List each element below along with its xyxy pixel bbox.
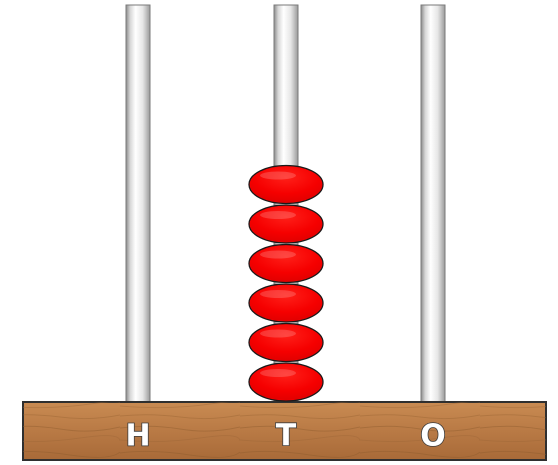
bead[interactable]	[248, 243, 324, 284]
tens-label: T	[276, 419, 297, 454]
bead[interactable]	[248, 164, 324, 205]
wooden-base	[22, 401, 547, 461]
ones-label: O	[420, 419, 446, 454]
bead[interactable]	[248, 322, 324, 363]
bead[interactable]	[248, 362, 324, 402]
ones-rod	[420, 4, 446, 404]
beads-layer	[248, 164, 324, 402]
bead[interactable]	[248, 204, 324, 244]
hundreds-label: H	[125, 419, 150, 454]
bead[interactable]	[248, 283, 324, 323]
hundreds-rod	[125, 4, 151, 404]
place-value-labels: H T O	[125, 418, 447, 455]
